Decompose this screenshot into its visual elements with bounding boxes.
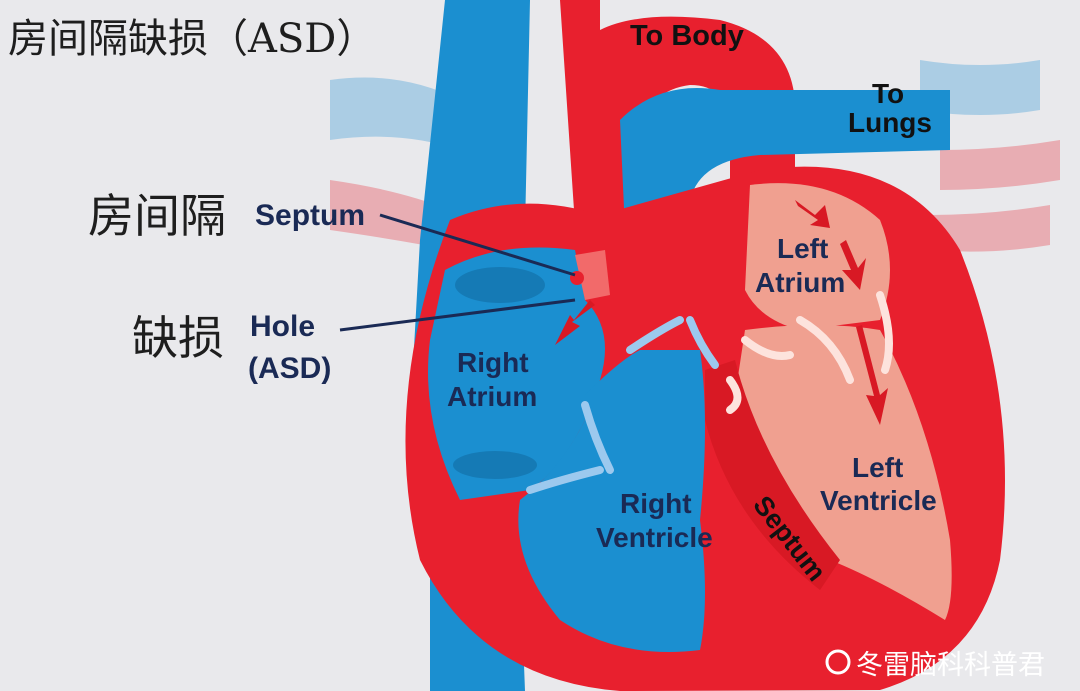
flow-arrows [555,200,888,425]
label-left-ventricle-line1: Left [852,452,903,483]
label-right-atrium-line2: Atrium [447,381,537,412]
label-left-ventricle-line2: Ventricle [820,485,937,516]
label-to-lungs-line2: Lungs [848,107,932,138]
label-hole-en-line1: Hole [250,310,315,343]
ventricular-septum [705,360,840,590]
label-to-lungs-line1: To [872,78,904,109]
label-right-ventricle-line2: Ventricle [596,522,713,553]
label-septum-zh: 房间隔 [88,189,226,243]
atrial-septum [575,250,610,300]
background-vessels [330,60,1060,252]
label-hole-en-line2: (ASD) [248,352,331,385]
right-atrium-chamber [428,247,605,500]
label-to-body: To Body [630,20,744,52]
left-ventricle-chamber [730,325,952,620]
label-hole-zh: 缺损 [132,311,224,365]
right-ventricle-chamber [518,350,705,652]
weibo-icon [825,649,851,675]
pulmonary-artery [620,88,950,340]
watermark: 冬雷脑科科普君 [825,649,1045,681]
label-left-atrium-line1: Left [777,233,828,264]
septum-pointer [379,213,576,277]
ivc-opening [453,451,537,479]
left-atrium-chamber [745,183,890,330]
watermark-text: 冬雷脑科科普君 [856,650,1045,681]
label-left-atrium-line2: Atrium [755,267,845,298]
svc-opening [455,267,545,303]
label-right-ventricle-line1: Right [620,488,692,519]
valves [526,316,719,494]
label-right-atrium-line1: Right [457,347,529,378]
hole-pointer [339,298,576,332]
left-valves [726,291,893,414]
page-title: 房间隔缺损（ASD） [8,16,376,62]
label-septum-en: Septum [255,199,365,232]
